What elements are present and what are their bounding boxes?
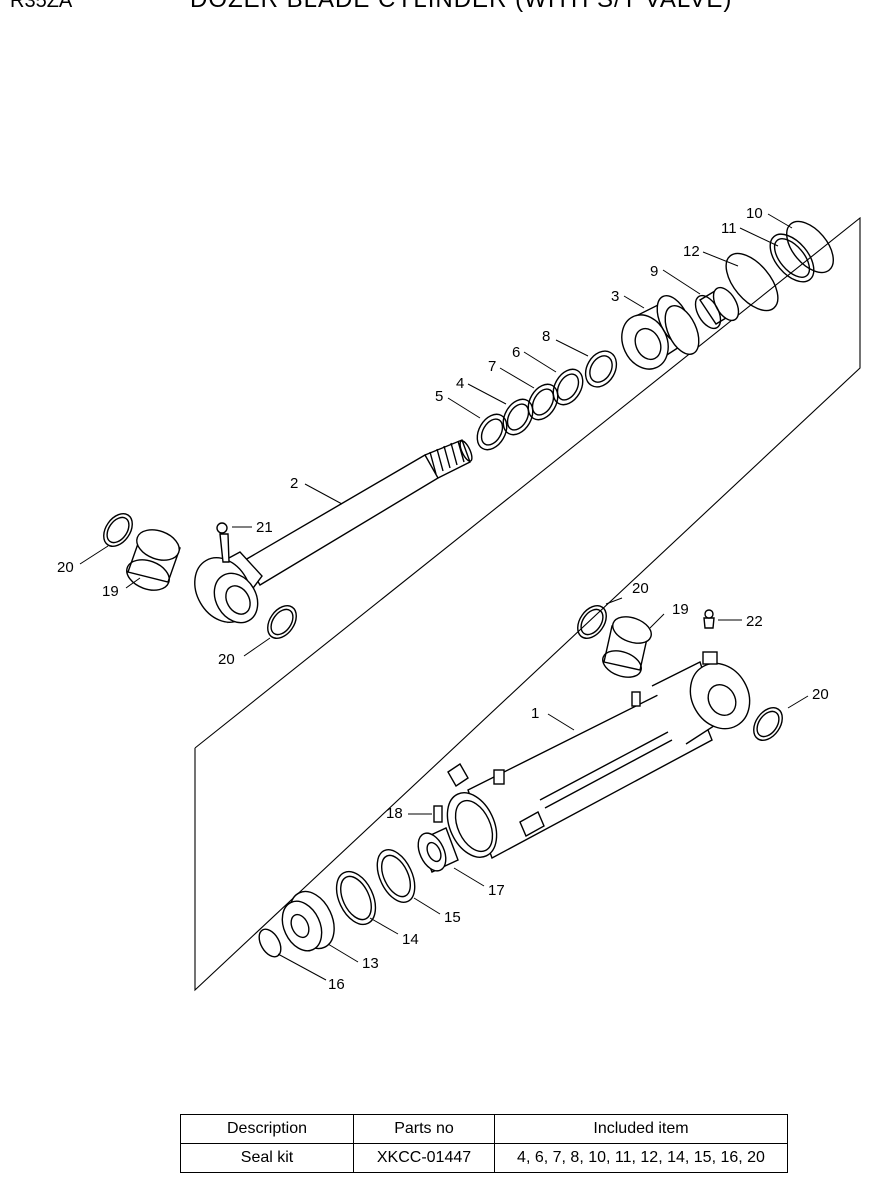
callout-4: 4 [456, 375, 464, 392]
seal-ring-part-20-lower-right [753, 707, 783, 741]
o-ring-part-16 [258, 928, 282, 958]
cell-parts-no: XKCC-01447 [353, 1143, 495, 1173]
callout-21: 21 [256, 519, 273, 536]
callout-labels: 10 11 12 9 3 8 6 7 4 5 2 21 20 19 20 20 … [57, 205, 829, 993]
callout-13: 13 [362, 955, 379, 972]
callout-17: 17 [488, 882, 505, 899]
callout-20-a: 20 [57, 559, 74, 576]
callout-19-b: 19 [672, 601, 689, 618]
piston-part-13 [281, 890, 335, 952]
column-header-description: Description [180, 1114, 354, 1144]
callout-15: 15 [444, 909, 461, 926]
ring-part-5 [476, 413, 508, 451]
callout-1: 1 [531, 705, 539, 722]
ring-part-14 [335, 870, 377, 926]
ring-part-15 [376, 849, 416, 903]
rod-cover-part-3 [621, 295, 700, 370]
lock-nut-part-17 [417, 827, 459, 873]
callout-6: 6 [512, 344, 520, 361]
callout-22: 22 [746, 613, 763, 630]
callout-5: 5 [435, 388, 443, 405]
callout-20-d: 20 [812, 686, 829, 703]
table-row: Seal kit XKCC-01447 4, 6, 7, 8, 10, 11, … [180, 1143, 788, 1173]
callout-7: 7 [488, 358, 496, 375]
table-header-row: Description Parts no Included item [180, 1114, 788, 1144]
callout-12: 12 [683, 243, 700, 260]
column-header-included-item: Included item [494, 1114, 788, 1144]
callout-20-c: 20 [632, 580, 649, 597]
bushing-part-9 [694, 286, 740, 330]
set-screw-part-18 [433, 805, 443, 823]
callout-3: 3 [611, 288, 619, 305]
ring-part-10 [786, 220, 834, 274]
seal-kit-table: Description Parts no Included item Seal … [180, 1114, 788, 1173]
ring-part-8 [584, 350, 618, 388]
exploded-parts-diagram: 10 11 12 9 3 8 6 7 4 5 2 21 20 19 20 20 … [57, 205, 861, 993]
leader-lines [79, 213, 809, 981]
callout-20-b: 20 [218, 651, 235, 668]
ring-part-11 [769, 233, 815, 283]
seal-ring-part-20-lower-left [267, 605, 297, 639]
seal-ring-part-20-lower-upper [577, 605, 607, 639]
grease-nipple-part-22 [703, 609, 715, 629]
bushing-part-19-lower [602, 616, 652, 678]
callout-9: 9 [650, 263, 658, 280]
callout-14: 14 [402, 931, 419, 948]
bushing-part-19-upper [126, 529, 181, 591]
ring-part-7 [527, 383, 559, 421]
ring-part-4 [502, 398, 534, 436]
cell-description: Seal kit [180, 1143, 354, 1173]
column-header-parts-no: Parts no [353, 1114, 495, 1144]
callout-2: 2 [290, 475, 298, 492]
cylinder-tube-part-1 [446, 651, 751, 860]
callout-18: 18 [386, 805, 403, 822]
callout-16: 16 [328, 976, 345, 993]
seal-ring-part-20-upper-left [103, 513, 133, 547]
frame-outline [194, 216, 861, 992]
o-ring-part-12 [725, 252, 779, 312]
cell-included-item: 4, 6, 7, 8, 10, 11, 12, 14, 15, 16, 20 [494, 1143, 788, 1173]
callout-19-a: 19 [102, 583, 119, 600]
callout-10: 10 [746, 205, 763, 222]
page-title: DOZER BLADE CYLINDER (WITH S/T VALVE) [190, 0, 732, 14]
model-code: R35ZA [10, 0, 73, 12]
ring-part-6 [552, 368, 584, 406]
callout-8: 8 [542, 328, 550, 345]
piston-rod-part-2 [194, 439, 473, 624]
callout-11: 11 [721, 220, 737, 237]
